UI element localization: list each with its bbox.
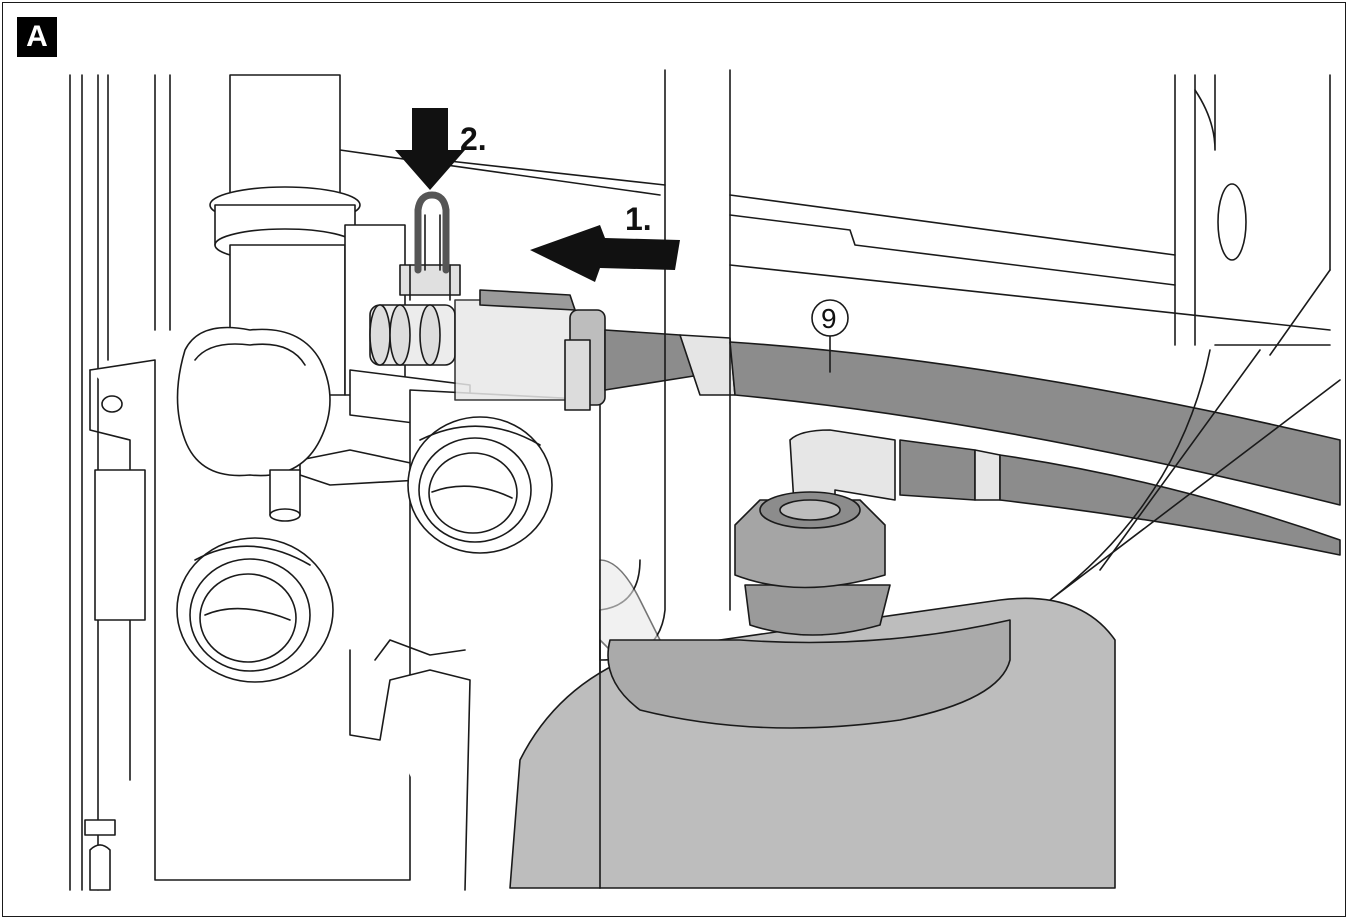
step-2-arrow (395, 108, 465, 190)
hose-9 (604, 329, 1341, 506)
back-wall (339, 74, 1331, 356)
coupling-lower-left (176, 537, 334, 683)
valve-knob (176, 326, 331, 522)
coupling-lower-right (407, 416, 553, 554)
translucent-panel (1049, 349, 1341, 601)
callout-9: 9 (811, 299, 849, 373)
step-1-arrow (530, 225, 680, 282)
step-1-label: 1. (625, 201, 652, 237)
expansion-vessel (509, 597, 1116, 889)
step-2-label: 2. (460, 121, 487, 157)
retaining-clip (399, 191, 461, 301)
hex-nut (734, 491, 891, 636)
quick-connector (369, 289, 606, 411)
panel-label: A (17, 17, 57, 57)
vertical-pipe (209, 74, 361, 262)
callout-9-label: 9 (821, 303, 837, 334)
